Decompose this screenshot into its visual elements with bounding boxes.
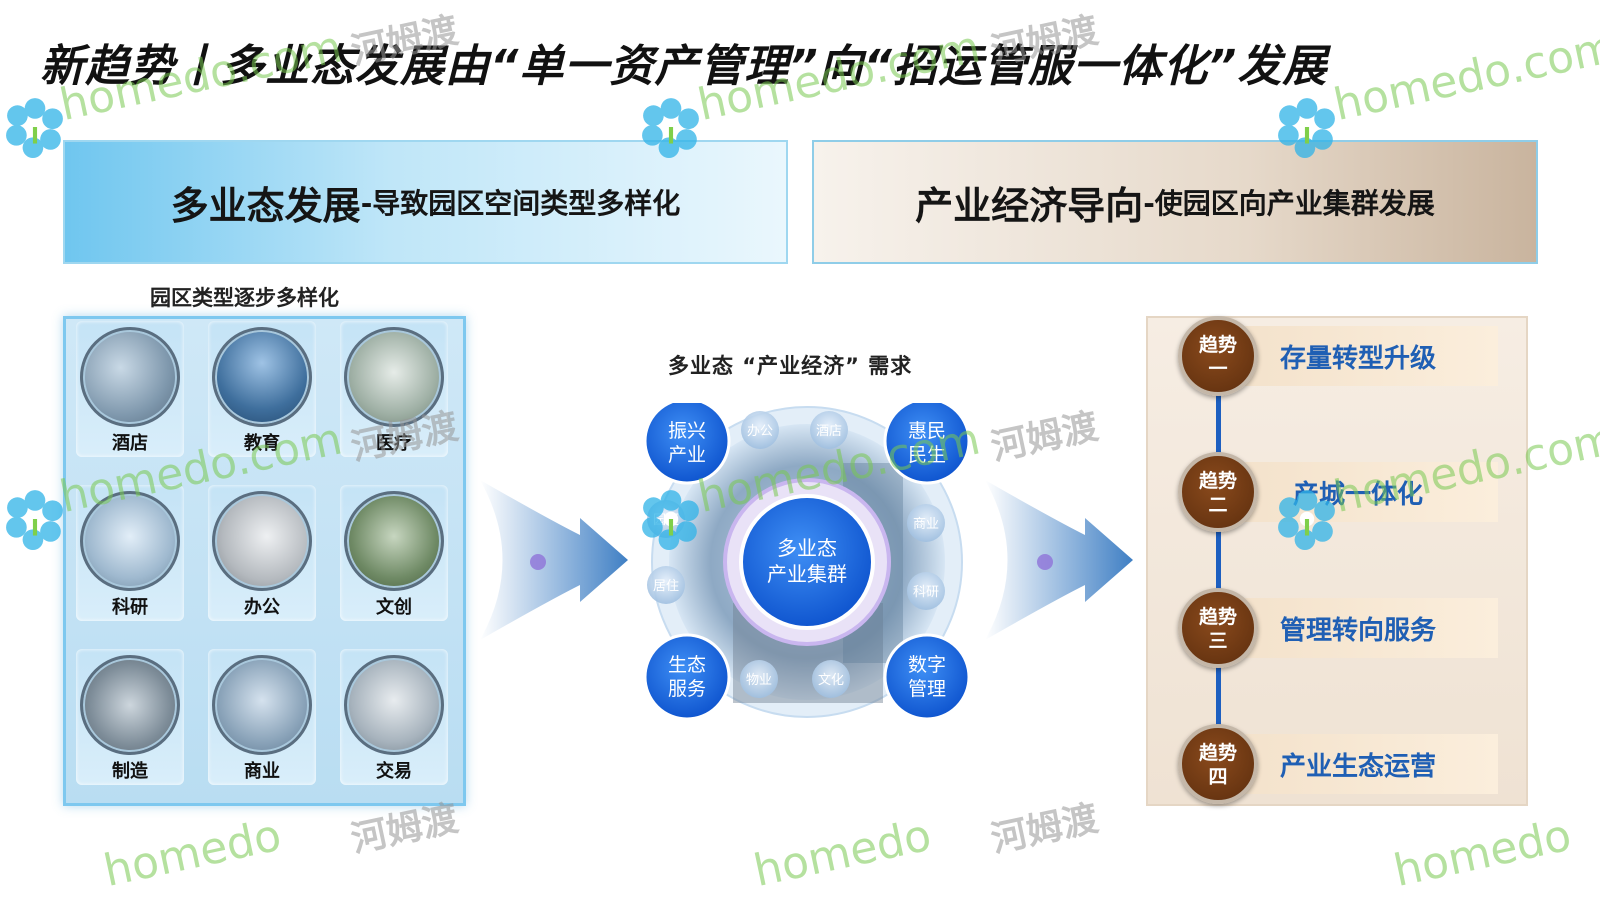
minor-node-label: 办公 [747, 424, 773, 439]
watermark-chinese: 河姆渡 [987, 798, 1102, 861]
header-industrial-economy: 产业经济导向 -使园区向产业集群发展 [812, 140, 1538, 264]
park-type-card: 交易 [340, 649, 448, 785]
education-image [212, 327, 312, 427]
minor-node: 酒店 [810, 411, 848, 449]
trend-badge-top: 趋势 [1198, 606, 1237, 628]
manufacturing-image [80, 655, 180, 755]
creative-image [344, 491, 444, 591]
minor-node-label: 居住 [653, 579, 679, 594]
hub-center-line2: 产业集群 [767, 562, 847, 586]
watermark-flower-icon [642, 490, 699, 550]
park-type-label: 办公 [244, 597, 280, 618]
minor-node: 文化 [812, 660, 850, 698]
watermark-flower-icon [642, 98, 699, 158]
minor-node: 物业 [740, 660, 778, 698]
park-type-card: 商业 [208, 649, 316, 785]
major-node: 生态 服务 [643, 633, 731, 721]
watermark-flower-icon [1278, 98, 1335, 158]
trend-badge-top: 趋势 [1198, 470, 1237, 492]
trend-badge: 趋势 三 [1178, 588, 1258, 668]
trend-badge: 趋势 四 [1178, 724, 1258, 804]
trend-item-text: 产业生态运营 [1218, 734, 1498, 794]
trend-badge-bottom: 一 [1208, 358, 1228, 380]
major-node-line1: 生态 [668, 654, 706, 676]
watermark-text: homedo.com [1329, 21, 1600, 132]
major-node-line2: 民生 [908, 444, 946, 466]
trading-image [344, 655, 444, 755]
park-type-label: 文创 [376, 597, 412, 618]
minor-node-label: 酒店 [816, 424, 842, 439]
park-type-card: 科研 [76, 485, 184, 621]
header-right-main: 产业经济导向 [915, 183, 1144, 228]
park-type-label: 商业 [244, 761, 280, 782]
minor-node: 居住 [647, 566, 685, 604]
flow-arrow-icon [480, 480, 628, 640]
minor-node-label: 科研 [913, 585, 939, 600]
major-node-line1: 惠民 [908, 420, 946, 442]
minor-node-label: 物业 [746, 673, 772, 688]
watermark-flower-icon [6, 98, 63, 158]
park-types-panel: 酒店 教育 医疗 科研 办公 文创 制造 商业 交易 [63, 316, 466, 806]
watermark-text: homedo [1389, 809, 1576, 897]
park-type-card: 制造 [76, 649, 184, 785]
trend-item-text: 管理转向服务 [1218, 598, 1498, 658]
park-type-label: 教育 [244, 433, 280, 454]
header-left-main: 多业态发展 [170, 183, 361, 228]
minor-node: 科研 [907, 572, 945, 610]
park-types-caption: 园区类型逐步多样化 [150, 286, 339, 310]
medical-image [344, 327, 444, 427]
watermark-text: homedo [99, 809, 286, 897]
park-type-label: 酒店 [112, 433, 148, 454]
trends-connector [1216, 370, 1221, 770]
park-type-card: 医疗 [340, 321, 448, 457]
trend-badge-bottom: 三 [1208, 630, 1228, 652]
hotel-image [80, 327, 180, 427]
hub-center-line1: 多业态 [777, 536, 837, 560]
major-node-line1: 振兴 [668, 420, 706, 442]
major-node-line1: 数字 [908, 654, 946, 676]
major-node-line2: 管理 [908, 678, 946, 700]
trend-badge-bottom: 四 [1208, 766, 1228, 788]
slide-title: 新趋势丨多业态发展由“单一资产管理”向“招运管服一体化”发展 [40, 41, 1328, 92]
major-node-line2: 服务 [668, 678, 706, 700]
header-multi-format: 多业态发展 -导致园区空间类型多样化 [63, 140, 788, 264]
park-type-label: 制造 [112, 761, 148, 782]
major-node-line2: 产业 [668, 444, 706, 466]
industry-cluster-diagram: 多业态 产业集群 办公 酒店 商业 科研 文化 物业 居住 园区 振兴 产业 惠… [643, 403, 971, 721]
watermark-flower-icon [1278, 490, 1335, 550]
park-type-label: 科研 [112, 597, 148, 618]
trend-item-text: 存量转型升级 [1218, 326, 1498, 386]
major-node: 振兴 产业 [643, 403, 731, 485]
office-image [212, 491, 312, 591]
watermark-flower-icon [6, 490, 63, 550]
trend-badge-bottom: 二 [1208, 494, 1228, 516]
park-type-card: 文创 [340, 485, 448, 621]
flow-arrow-icon [985, 480, 1133, 640]
trend-badge-top: 趋势 [1198, 334, 1237, 356]
header-left-sub: -导致园区空间类型多样化 [360, 187, 681, 220]
park-type-card: 教育 [208, 321, 316, 457]
minor-node-label: 文化 [818, 673, 844, 688]
park-type-card: 办公 [208, 485, 316, 621]
trend-badge: 趋势 二 [1178, 452, 1258, 532]
commerce-image [212, 655, 312, 755]
trend-badge-top: 趋势 [1198, 742, 1237, 764]
minor-node: 商业 [907, 504, 945, 542]
trend-badge: 趋势 一 [1178, 316, 1258, 396]
minor-node-label: 商业 [913, 517, 939, 532]
hub-caption: 多业态 “产业经济” 需求 [668, 354, 913, 378]
park-type-label: 医疗 [376, 433, 412, 454]
minor-node: 办公 [741, 411, 779, 449]
park-type-label: 交易 [376, 761, 412, 782]
research-image [80, 491, 180, 591]
watermark-text: homedo [749, 809, 936, 897]
watermark-chinese: 河姆渡 [987, 406, 1102, 469]
major-node: 惠民 民生 [883, 403, 971, 485]
park-type-card: 酒店 [76, 321, 184, 457]
header-right-sub: -使园区向产业集群发展 [1143, 187, 1435, 220]
major-node: 数字 管理 [883, 633, 971, 721]
